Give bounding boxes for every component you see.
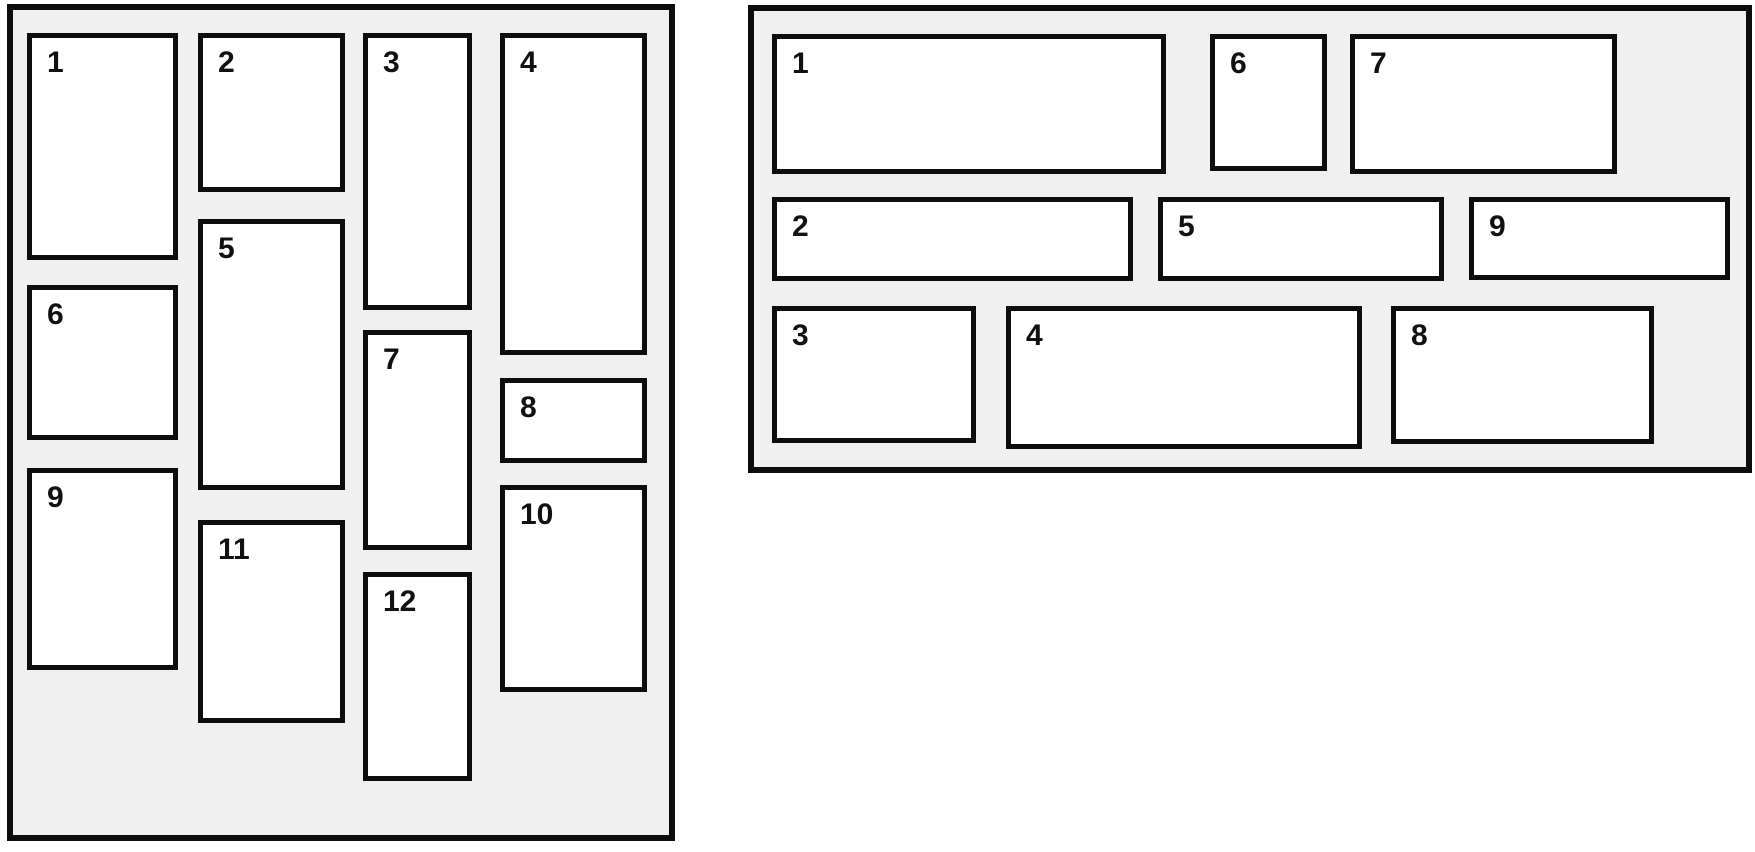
rows-panel-item-8: 8 xyxy=(1391,306,1654,444)
rows-panel-item-3: 3 xyxy=(772,306,976,443)
masonry-panel-item-12: 12 xyxy=(363,572,472,781)
box-number-label: 9 xyxy=(47,481,64,514)
masonry-panel-item-9: 9 xyxy=(27,468,178,670)
rows-panel-item-1: 1 xyxy=(772,34,1166,174)
box-number-label: 7 xyxy=(1370,47,1387,80)
box-number-label: 9 xyxy=(1489,210,1506,243)
box-number-label: 5 xyxy=(218,232,235,265)
box-number-label: 7 xyxy=(383,343,400,376)
rows-panel-item-9: 9 xyxy=(1469,197,1730,280)
box-number-label: 8 xyxy=(1411,319,1428,352)
box-number-label: 6 xyxy=(1230,47,1247,80)
box-number-label: 4 xyxy=(520,46,537,79)
box-number-label: 8 xyxy=(520,391,537,424)
masonry-panel-item-2: 2 xyxy=(198,33,345,192)
masonry-panel-item-6: 6 xyxy=(27,285,178,440)
masonry-panel-item-10: 10 xyxy=(500,485,647,692)
rows-panel-item-6: 6 xyxy=(1210,34,1327,171)
box-number-label: 10 xyxy=(520,498,554,531)
box-number-label: 3 xyxy=(792,319,809,352)
masonry-panel-item-4: 4 xyxy=(500,33,647,355)
box-number-label: 11 xyxy=(218,533,250,566)
rows-panel-item-4: 4 xyxy=(1006,306,1362,449)
box-number-label: 1 xyxy=(47,46,64,79)
rows-panel-item-5: 5 xyxy=(1158,197,1444,281)
rows-panel: 1 6 7 2 5 9 3 4 8 xyxy=(748,5,1752,473)
box-number-label: 2 xyxy=(218,46,235,79)
box-number-label: 4 xyxy=(1026,319,1043,352)
box-number-label: 3 xyxy=(383,46,400,79)
box-number-label: 5 xyxy=(1178,210,1195,243)
box-number-label: 1 xyxy=(792,47,809,80)
masonry-panel-item-11: 11 xyxy=(198,520,345,723)
masonry-panel-item-3: 3 xyxy=(363,33,472,310)
masonry-panel-item-1: 1 xyxy=(27,33,178,260)
box-number-label: 6 xyxy=(47,298,64,331)
box-number-label: 12 xyxy=(383,585,417,618)
masonry-panel-item-8: 8 xyxy=(500,378,647,463)
rows-panel-item-2: 2 xyxy=(772,197,1133,281)
masonry-panel-item-5: 5 xyxy=(198,219,345,490)
rows-panel-item-7: 7 xyxy=(1350,34,1617,174)
masonry-panel-item-7: 7 xyxy=(363,330,472,550)
box-number-label: 2 xyxy=(792,210,809,243)
